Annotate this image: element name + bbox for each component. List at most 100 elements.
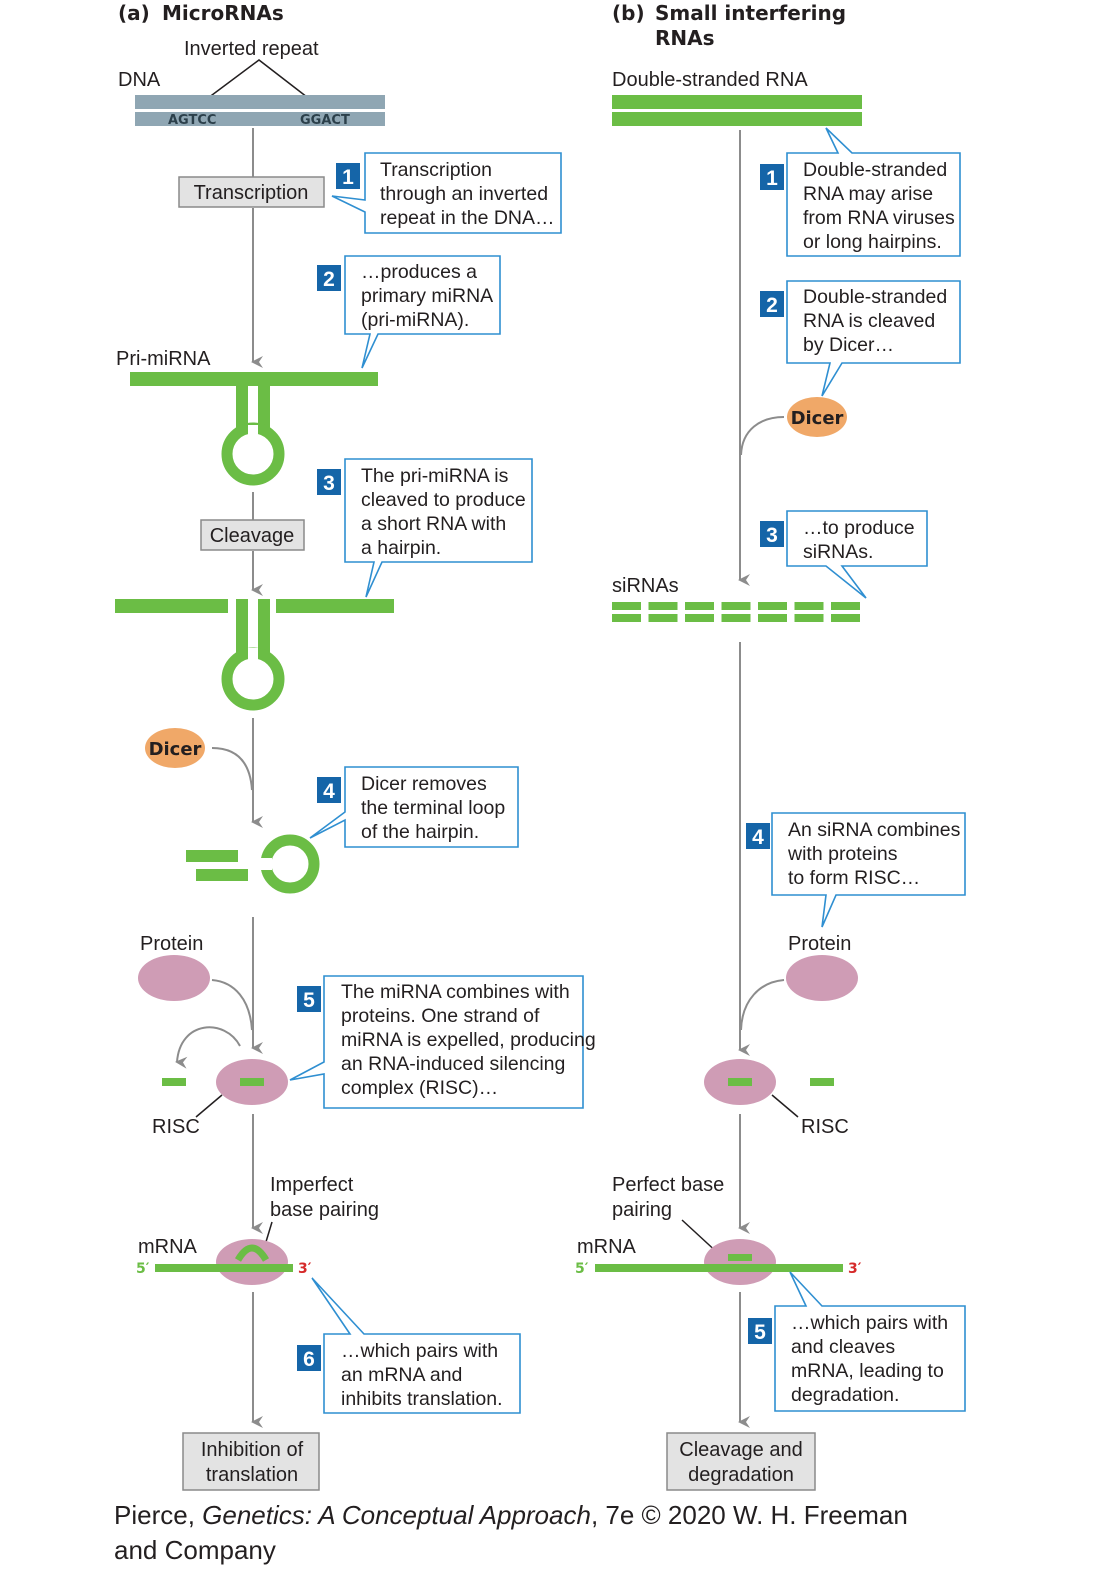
risc-b-label: RISC: [801, 1116, 849, 1138]
step-a3-line1: The pri-miRNA is: [361, 465, 509, 487]
outcome-a-line2: translation: [206, 1464, 298, 1486]
mirna-bulge-a: [234, 1244, 270, 1262]
step-a5-line2: proteins. One strand of: [341, 1005, 540, 1027]
cleavage-box: [200, 519, 305, 551]
step-b4-callout: 4 An siRNA combines with proteins to for…: [746, 812, 966, 928]
dna-label: DNA: [118, 69, 161, 91]
risc-b-strand: [728, 1078, 752, 1086]
sirna-strand: [612, 602, 641, 610]
step-a1-line1: Transcription: [380, 159, 492, 181]
step-a3-number: 3: [323, 472, 335, 495]
inhibition-box: [182, 1432, 320, 1491]
released-strand-b: [810, 1078, 834, 1086]
sirna-strand: [685, 614, 714, 622]
inverted-repeat-pointer: [199, 59, 317, 105]
step-a2-line1: …produces a: [361, 261, 477, 283]
step-a6-line3: inhibits translation.: [341, 1388, 503, 1410]
dicer-a-label: Dicer: [149, 739, 202, 760]
dna-seq-left: AGTCC: [168, 113, 216, 128]
step-a5-callout: 5 The miRNA combines with proteins. One …: [289, 975, 596, 1109]
degradation-box: [666, 1432, 816, 1491]
sirnas-label: siRNAs: [612, 575, 679, 597]
step-a4-line3: of the hairpin.: [361, 821, 479, 843]
step-b2-number: 2: [766, 294, 778, 317]
risc-b-pointer: [771, 1094, 799, 1118]
step-b5-line3: mRNA, leading to: [791, 1360, 944, 1382]
credit-line1: Pierce, Genetics: A Conceptual Approach,…: [114, 1500, 908, 1530]
step-a5-line5: complex (RISC)…: [341, 1077, 498, 1099]
step-b5-line2: and cleaves: [791, 1336, 895, 1358]
sirna-strand: [794, 602, 824, 610]
panel-b: (b) Small interfering RNAs Double-strand…: [575, 1, 966, 1491]
sirna-strand: [721, 602, 751, 610]
step-a3-callout: 3 The pri-miRNA is cleaved to produce a …: [317, 458, 533, 598]
credit: Pierce, Genetics: A Conceptual Approach,…: [114, 1500, 908, 1565]
sirna-strand: [758, 614, 787, 622]
dsrna-label: Double-stranded RNA: [612, 69, 808, 91]
expelled-strand-a: [162, 1078, 186, 1086]
dicer-b-joining-arrow: [740, 416, 785, 456]
step-b2-line3: by Dicer…: [803, 334, 894, 356]
mrna-a-3prime: 3′: [298, 1261, 312, 1277]
step-a4-number: 4: [323, 780, 335, 803]
cleaved-hairpin: [115, 599, 394, 711]
step-a5-line1: The miRNA combines with: [341, 981, 570, 1003]
sirna-strand: [831, 614, 860, 622]
double-stranded-rna: [612, 95, 862, 126]
sirna-strand: [794, 614, 824, 622]
transcription-box: [178, 176, 325, 208]
credit-suffix: , 7e © 2020 W. H. Freeman: [591, 1500, 908, 1530]
step-b4-line3: to form RISC…: [788, 867, 920, 889]
dicer-b: [787, 397, 847, 437]
step-b5-callout: 5 …which pairs with and cleaves mRNA, le…: [748, 1271, 966, 1412]
step-b5-line4: degradation.: [791, 1384, 899, 1406]
sirna-strand: [758, 602, 787, 610]
step-a1-number: 1: [342, 166, 354, 189]
outcome-a-line1: Inhibition of: [201, 1439, 304, 1461]
dna-double-strand: AGTCC GGACT: [135, 95, 385, 128]
step-b5-line1: …which pairs with: [791, 1312, 948, 1334]
step-a4-line1: Dicer removes: [361, 773, 487, 795]
step-a6-callout: 6 …which pairs with an mRNA and inhibits…: [297, 1277, 521, 1414]
perfect-label-1: Perfect base: [612, 1174, 724, 1196]
step-b2-line1: Double-stranded: [803, 286, 947, 308]
mrna-b-5prime: 5′: [575, 1261, 589, 1277]
sirna-strand: [831, 602, 860, 610]
credit-title: Genetics: A Conceptual Approach: [202, 1500, 591, 1530]
panel-b-heading-2: RNAs: [655, 26, 715, 50]
step-a3-line4: a hairpin.: [361, 537, 441, 559]
step-b4-line2: with proteins: [787, 843, 898, 865]
protein-b: [786, 955, 858, 1001]
outcome-b-line1: Cleavage and: [679, 1439, 802, 1461]
perfect-label-2: pairing: [612, 1199, 672, 1221]
expel-arrow-a: [175, 1026, 241, 1069]
dicer-a: [145, 728, 205, 768]
panel-a-heading: MicroRNAs: [162, 1, 284, 25]
step-b1-line1: Double-stranded: [803, 159, 947, 181]
step-a4-line2: the terminal loop: [361, 797, 505, 819]
protein-a-label: Protein: [140, 933, 203, 955]
imperfect-label-2: base pairing: [270, 1199, 379, 1221]
protein-a-joining-arrow: [211, 979, 253, 1031]
dicer-a-joining-arrow: [211, 747, 253, 791]
sirna-strand: [648, 602, 678, 610]
step-b4-number: 4: [752, 826, 764, 849]
step-b2-callout: 2 Double-stranded RNA is cleaved by Dice…: [760, 280, 961, 397]
step-a3-line2: cleaved to produce: [361, 489, 526, 511]
step-b5-number: 5: [754, 1321, 766, 1344]
step-a6-line1: …which pairs with: [341, 1340, 498, 1362]
step-b1-number: 1: [766, 167, 778, 190]
pri-mirna-label: Pri-miRNA: [116, 348, 211, 370]
step-a2-callout: 2 …produces a primary miRNA (pri-miRNA).: [317, 255, 501, 369]
dna-seq-right: GGACT: [300, 113, 350, 128]
step-a2-line2: primary miRNA: [361, 285, 493, 307]
risc-a-pointer: [195, 1094, 223, 1118]
step-b1-line4: or long hairpins.: [803, 231, 942, 253]
step-a2-number: 2: [323, 268, 335, 291]
transcription-label: Transcription: [194, 182, 309, 204]
protein-b-label: Protein: [788, 933, 851, 955]
sirna-strand: [648, 614, 678, 622]
risc-a-label: RISC: [152, 1116, 200, 1138]
step-b3-line1: …to produce: [803, 517, 915, 539]
step-a5-line4: an RNA-induced silencing: [341, 1053, 565, 1075]
